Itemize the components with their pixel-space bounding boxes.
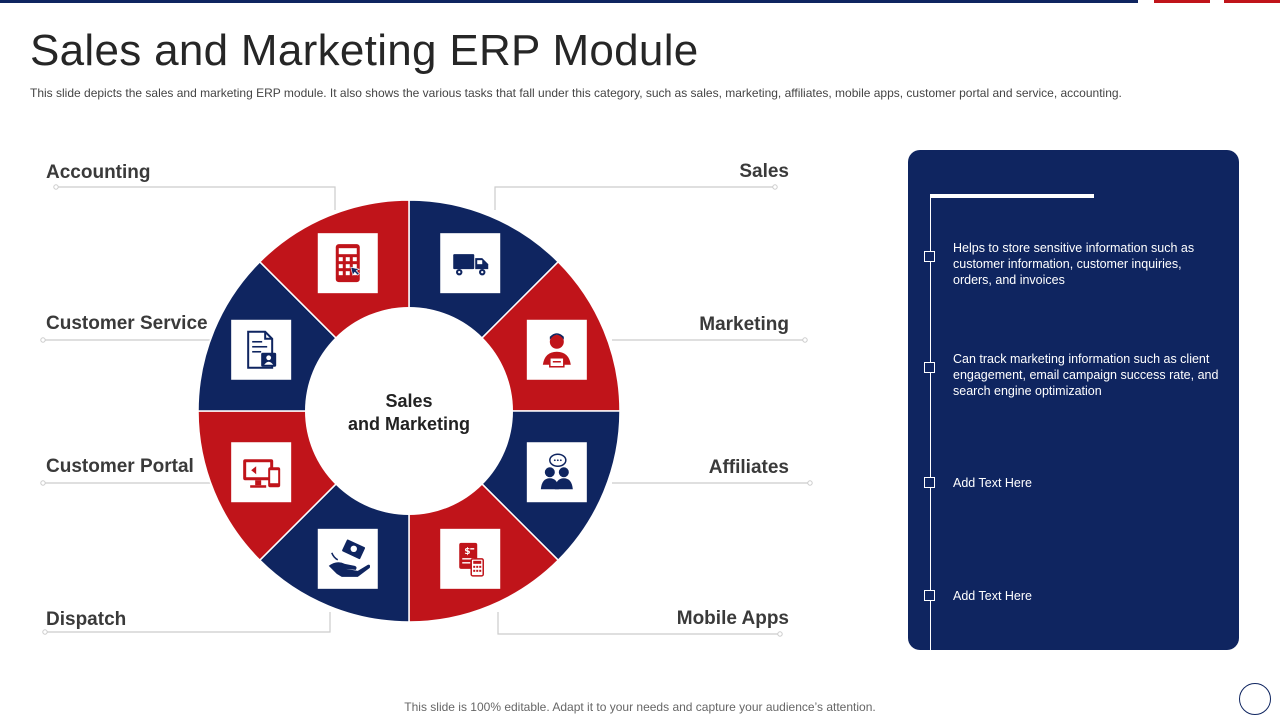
- erp-module-diagram: Sales and Marketing: [40, 161, 813, 637]
- hand-money-icon: [317, 528, 378, 589]
- segment-label-customer-service: Customer Service: [46, 313, 208, 334]
- top-red-bar-1: [1154, 0, 1210, 3]
- panel-item-text: Can track marketing information such as …: [953, 352, 1219, 398]
- truck-icon: [440, 233, 501, 294]
- svg-text:$: $: [464, 547, 470, 557]
- invoice-calculator-icon: $: [440, 528, 501, 589]
- segment-label-marketing: Marketing: [699, 314, 789, 335]
- top-accent-bar: [0, 0, 1138, 3]
- connector-end-dot: [40, 337, 46, 343]
- top-red-bar-2: [1224, 0, 1280, 3]
- slide-subtitle: This slide depicts the sales and marketi…: [30, 86, 1122, 100]
- segment-label-accounting: Accounting: [46, 162, 151, 183]
- info-panel: Helps to store sensitive information suc…: [908, 150, 1239, 650]
- devices-icon: [231, 442, 292, 503]
- center-label-line1: Sales: [385, 391, 432, 411]
- segment-label-dispatch: Dispatch: [46, 609, 126, 630]
- connector-end-dot: [807, 480, 813, 486]
- connector-end-dot: [53, 184, 59, 190]
- panel-item-text: Add Text Here: [953, 476, 1032, 490]
- center-label-line2: and Marketing: [348, 414, 470, 434]
- center-circle: [305, 307, 513, 515]
- panel-bullet-box: [924, 590, 935, 601]
- connector-end-dot: [777, 631, 783, 637]
- slide-footer: This slide is 100% editable. Adapt it to…: [404, 700, 876, 714]
- segment-label-customer-portal: Customer Portal: [46, 456, 194, 477]
- connector-line: [494, 186, 775, 210]
- panel-timeline-line: [930, 194, 931, 650]
- panel-top-bar: [930, 194, 1094, 198]
- connector-end-dot: [802, 337, 808, 343]
- calculator-icon: [317, 233, 378, 294]
- salesperson-icon: [526, 319, 587, 380]
- slide-title: Sales and Marketing ERP Module: [30, 26, 699, 75]
- segment-icons: $: [231, 233, 587, 589]
- panel-bullet-box: [924, 251, 935, 262]
- connector-line: [56, 186, 336, 210]
- document-user-icon: [231, 319, 292, 380]
- connector-end-dot: [42, 629, 48, 635]
- connector-line: [497, 612, 780, 635]
- connector-end-dot: [772, 184, 778, 190]
- connector-end-dot: [40, 480, 46, 486]
- connector-line: [45, 612, 331, 633]
- chat-people-icon: [526, 442, 587, 503]
- segment-label-mobile-apps: Mobile Apps: [677, 608, 789, 629]
- corner-circle-decoration: [1239, 683, 1271, 715]
- segment-label-affiliates: Affiliates: [709, 457, 789, 478]
- label-connectors: [40, 184, 813, 637]
- panel-bullet-box: [924, 477, 935, 488]
- panel-item-text: Add Text Here: [953, 589, 1032, 603]
- panel-item-text: Helps to store sensitive information suc…: [953, 241, 1195, 287]
- segment-label-sales: Sales: [739, 161, 789, 182]
- panel-bullet-box: [924, 362, 935, 373]
